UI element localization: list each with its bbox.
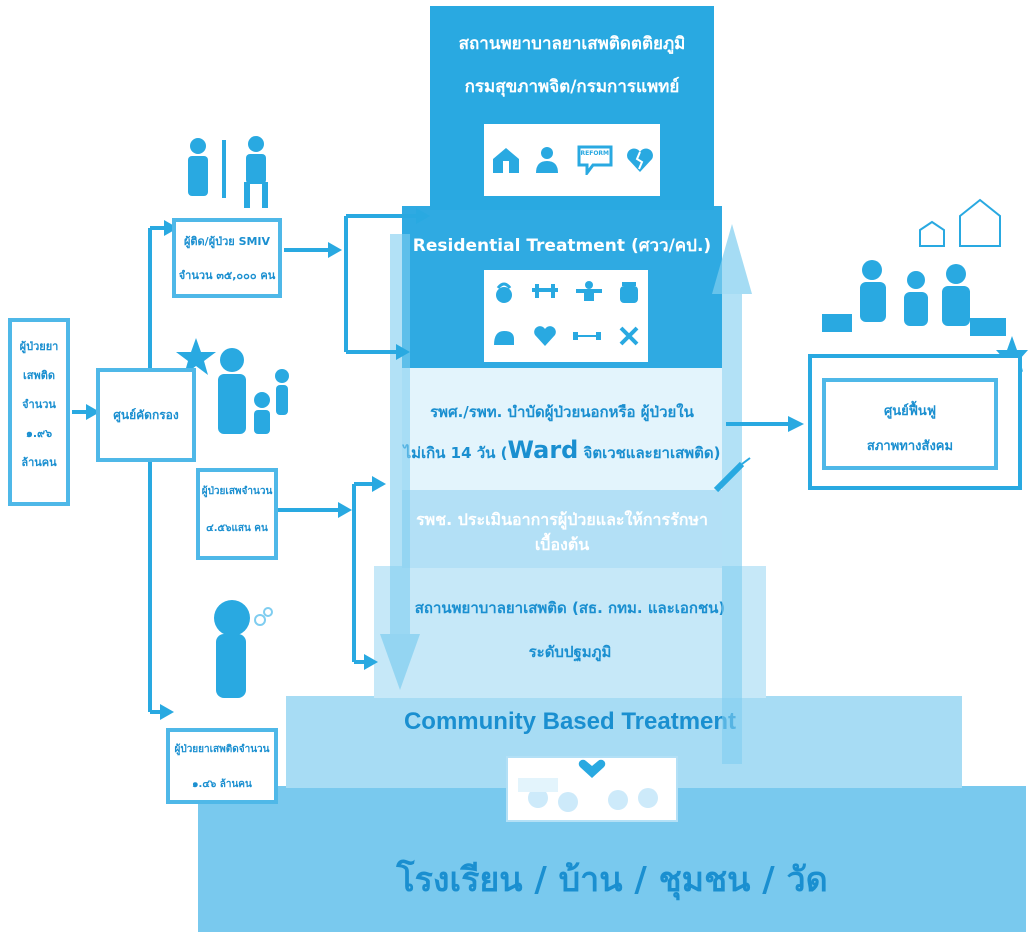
- screening-center-label: ศูนย์คัดกรอง: [113, 407, 179, 422]
- primary-tier-text: สถานพยาบาลยาเสพติด (สธ. กทม. และเอกชน) ร…: [374, 596, 766, 664]
- ward-line1: รพศ./รพท. บำบัดผู้ป่วยนอกหรือ ผู้ป่วยใน: [430, 403, 694, 421]
- user-line1: ผู้ป่วยยาเสพติดจำนวน: [174, 744, 270, 755]
- primary-line2: ระดับปฐมภูมิ: [528, 643, 612, 661]
- hospital-icon: [491, 145, 521, 175]
- top-tier-title: สถานพยาบาลยาเสพติดตติยภูมิ: [458, 34, 686, 54]
- community-hospital-tier: รพช. ประเมินอาการผู้ป่วยและให้การรักษาเบ…: [402, 488, 722, 568]
- family-icon: [218, 348, 289, 434]
- residential-title: Residential Treatment (ศวว/คป.): [412, 236, 712, 256]
- primary-tier: [374, 566, 766, 698]
- syringe-icon: [712, 456, 752, 496]
- residential-icon-panel: [484, 270, 648, 362]
- flex-arm-icon: [492, 325, 516, 347]
- star-icon-left: [176, 338, 216, 375]
- patients-line4: ๑.๙๖: [25, 427, 53, 440]
- addict-line2: ๔.๕๖แสน คน: [206, 523, 268, 534]
- addict-line1: ผู้ป่วยเสพจำนวน: [201, 486, 273, 497]
- addict-box: ผู้ป่วยเสพจำนวน ๔.๕๖แสน คน: [196, 468, 278, 560]
- smoking-person-icon: [214, 600, 273, 698]
- top-tier-subtitle: กรมสุขภาพจิต/กรมการแพทย์: [464, 77, 680, 97]
- top-tier-icon-panel: REFORM: [484, 124, 660, 196]
- barbell-icon: [532, 282, 559, 302]
- speech-bubble-text: REFORM: [580, 150, 610, 157]
- speech-bubble-icon: REFORM: [577, 145, 613, 175]
- rehab-line1: ศูนย์ฟื้นฟู: [883, 404, 937, 419]
- smiv-line1: ผู้ติด/ผู้ป่วย SMIV: [183, 235, 271, 248]
- user-box: ผู้ป่วยยาเสพติดจำนวน ๑.๔๖ ล้านคน: [166, 728, 278, 804]
- ward-line2: ไม่เกิน 14 วัน (Ward จิตเวชและยาเสพติด): [402, 436, 722, 465]
- rehab-center-box: ศูนย์ฟื้นฟู สภาพทางสังคม: [822, 378, 998, 470]
- ward-line2-suffix: จิตเวชและยาเสพติด): [578, 444, 721, 462]
- muscle-icon: [575, 280, 602, 304]
- down-arrow-icon: [380, 234, 420, 690]
- primary-line1: สถานพยาบาลยาเสพติด (สธ. กทม. และเอกชน): [414, 599, 726, 617]
- patients-line3: จำนวน: [22, 398, 56, 411]
- screening-center-box: ศูนย์คัดกรอง: [96, 368, 196, 462]
- user-figure: [206, 590, 276, 700]
- ward-line2-prefix: ไม่เกิน 14 วัน (: [403, 444, 508, 462]
- dumbbell-icon: [573, 329, 602, 343]
- rehab-community-icon: [822, 198, 1006, 336]
- patients-line2: เสพติด: [22, 369, 55, 382]
- community-hospital-label: รพช. ประเมินอาการผู้ป่วยและให้การรักษาเบ…: [416, 510, 708, 554]
- smiv-box: ผู้ติด/ผู้ป่วย SMIV จำนวน ๓๕,๐๐๐ คน: [172, 218, 282, 298]
- broken-heart-icon: [626, 147, 654, 173]
- patients-total-box: ผู้ป่วยยา เสพติด จำนวน ๑.๙๖ ล้านคน: [8, 318, 70, 506]
- community-illustration: [506, 756, 678, 822]
- rehab-illustration: [820, 196, 1016, 350]
- base-tier-label: โรงเรียน / บ้าน / ชุมชน / วัด: [396, 860, 828, 900]
- ward-word: Ward: [507, 436, 579, 464]
- user-line2: ๑.๔๖ ล้านคน: [192, 779, 252, 790]
- heart-icon: [533, 325, 557, 347]
- smiv-line2: จำนวน ๓๕,๐๐๐ คน: [178, 269, 276, 282]
- violent-person-icon: [188, 136, 268, 208]
- patients-line5: ล้านคน: [21, 456, 57, 469]
- patients-line1: ผู้ป่วยยา: [19, 340, 59, 353]
- top-tier: สถานพยาบาลยาเสพติดตติยภูมิ กรมสุขภาพจิต/…: [430, 6, 714, 210]
- community-based-label: Community Based Treatment: [403, 708, 737, 735]
- community-people-icon: [518, 759, 658, 812]
- up-arrow-icon: [712, 224, 752, 764]
- addict-figures: [208, 340, 298, 440]
- person-icon: [534, 145, 564, 175]
- tools-icon: [618, 325, 640, 347]
- jar-icon: [619, 280, 639, 304]
- rehab-line2: สภาพทางสังคม: [866, 439, 954, 454]
- ward-tier: รพศ./รพท. บำบัดผู้ป่วยนอกหรือ ผู้ป่วยใน …: [402, 366, 722, 490]
- kettlebell-icon: [493, 280, 515, 304]
- smiv-figures: [176, 120, 280, 212]
- residential-tier: Residential Treatment (ศวว/คป.): [402, 206, 722, 368]
